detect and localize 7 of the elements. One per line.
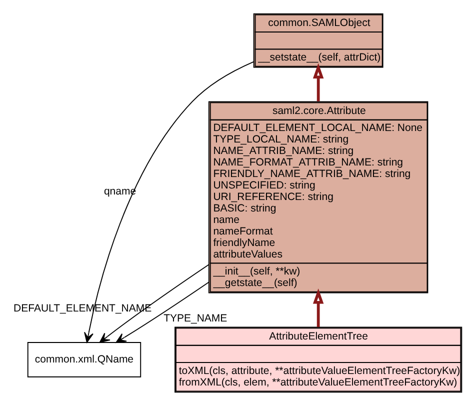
edge-label: TYPE_NAME [164, 312, 228, 324]
arrow [116, 282, 210, 343]
arrow [312, 288, 324, 328]
arrow [84, 61, 254, 343]
arrow [312, 63, 324, 102]
arrow [99, 264, 210, 343]
node-box: common.xml.QName [27, 342, 142, 378]
